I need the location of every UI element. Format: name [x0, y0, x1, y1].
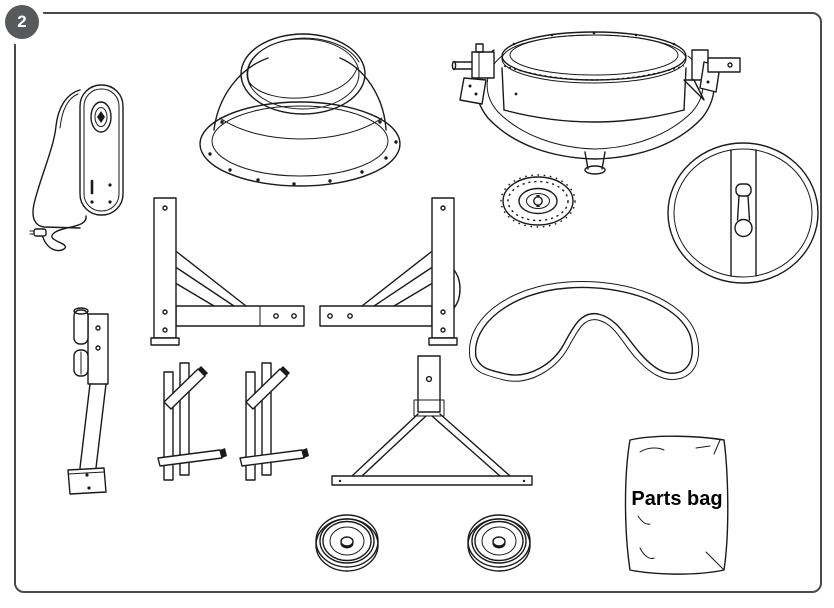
- wheel-right-icon: [464, 512, 534, 576]
- parts-bag-icon: [616, 430, 738, 578]
- drum-yoke-assembly-icon: [451, 22, 742, 175]
- motor-cover-icon: [26, 76, 136, 252]
- wheel-left-icon: [312, 512, 382, 576]
- frame-side-right-icon: [316, 194, 461, 348]
- frame-side-left-icon: [150, 194, 308, 348]
- diagram-panel: [14, 12, 822, 593]
- step-number-badge: 2: [5, 5, 39, 39]
- leg-stand-right-icon: [239, 360, 318, 490]
- leg-stand-left-icon: [157, 360, 236, 490]
- parts-bag-label: Parts bag: [631, 488, 723, 510]
- support-leg-icon: [48, 288, 148, 495]
- a-frame-stand-icon: [322, 352, 540, 492]
- drum-cone-icon: [196, 20, 408, 192]
- drive-belt-icon: [456, 262, 706, 400]
- hand-wheel-icon: [664, 140, 822, 288]
- gear-pulley-icon: [498, 172, 578, 230]
